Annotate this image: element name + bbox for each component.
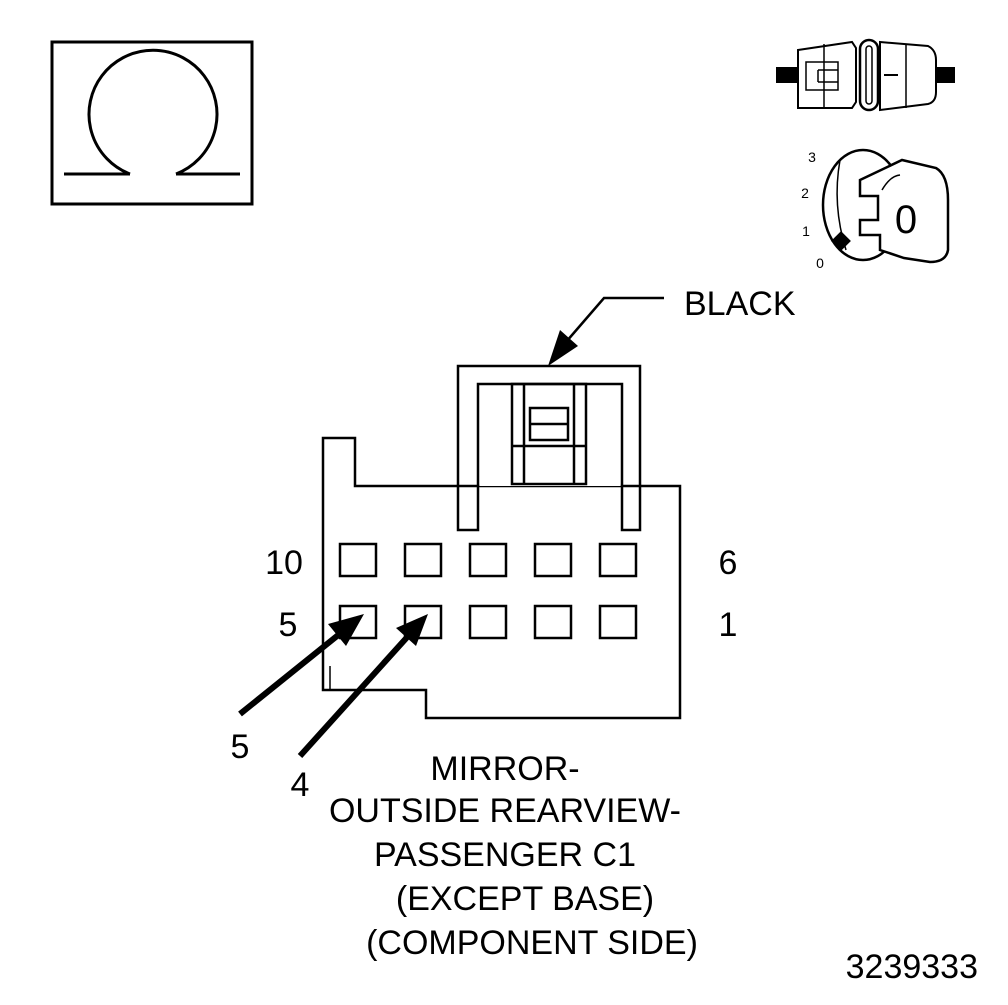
ignition-position-1: 1 xyxy=(802,223,810,239)
terminal-5-label: 5 xyxy=(231,728,250,766)
terminal-5-arrow xyxy=(238,614,364,717)
ignition-position-3: 3 xyxy=(808,149,816,165)
ignition-position-2: 2 xyxy=(801,185,809,201)
cavity-7 xyxy=(533,542,573,578)
terminal-4-label: 4 xyxy=(291,766,310,804)
cavity-3 xyxy=(468,604,508,640)
cavity-2 xyxy=(533,604,573,640)
connector-caption: MIRROR- OUTSIDE REARVIEW- PASSENGER C1 (… xyxy=(329,750,698,962)
ignition-key-label: 0 xyxy=(895,198,917,242)
connector-inner-outline xyxy=(329,666,352,691)
ohm-meter-icon xyxy=(50,40,254,206)
color-callout: BLACK xyxy=(548,285,796,366)
row-bottom-right-label: 1 xyxy=(719,606,738,644)
terminal-cavities xyxy=(338,542,638,640)
caption-line-5: (COMPONENT SIDE) xyxy=(366,924,698,962)
caption-line-4: (EXCEPT BASE) xyxy=(396,880,654,918)
caption-line-1: MIRROR- xyxy=(430,750,579,788)
cavity-6 xyxy=(598,542,638,578)
connector-latch xyxy=(456,364,642,532)
cavity-9 xyxy=(403,542,443,578)
figure-id: 3239333 xyxy=(846,948,978,986)
disconnected-connector-icon xyxy=(776,38,955,112)
ignition-position-0: 0 xyxy=(816,255,824,271)
terminal-4-arrow xyxy=(297,614,428,759)
cavity-8 xyxy=(468,542,508,578)
row-bottom-left-label: 5 xyxy=(279,606,298,644)
caption-line-3: PASSENGER C1 xyxy=(374,836,636,874)
ignition-key-off-icon: 0 3 2 1 0 xyxy=(801,148,950,271)
connector-color-label: BLACK xyxy=(684,285,796,323)
row-top-right-label: 6 xyxy=(719,544,738,582)
row-top-left-label: 10 xyxy=(265,544,303,582)
cavity-10 xyxy=(338,542,378,578)
caption-line-2: OUTSIDE REARVIEW- xyxy=(329,792,681,830)
cavity-1 xyxy=(598,604,638,640)
